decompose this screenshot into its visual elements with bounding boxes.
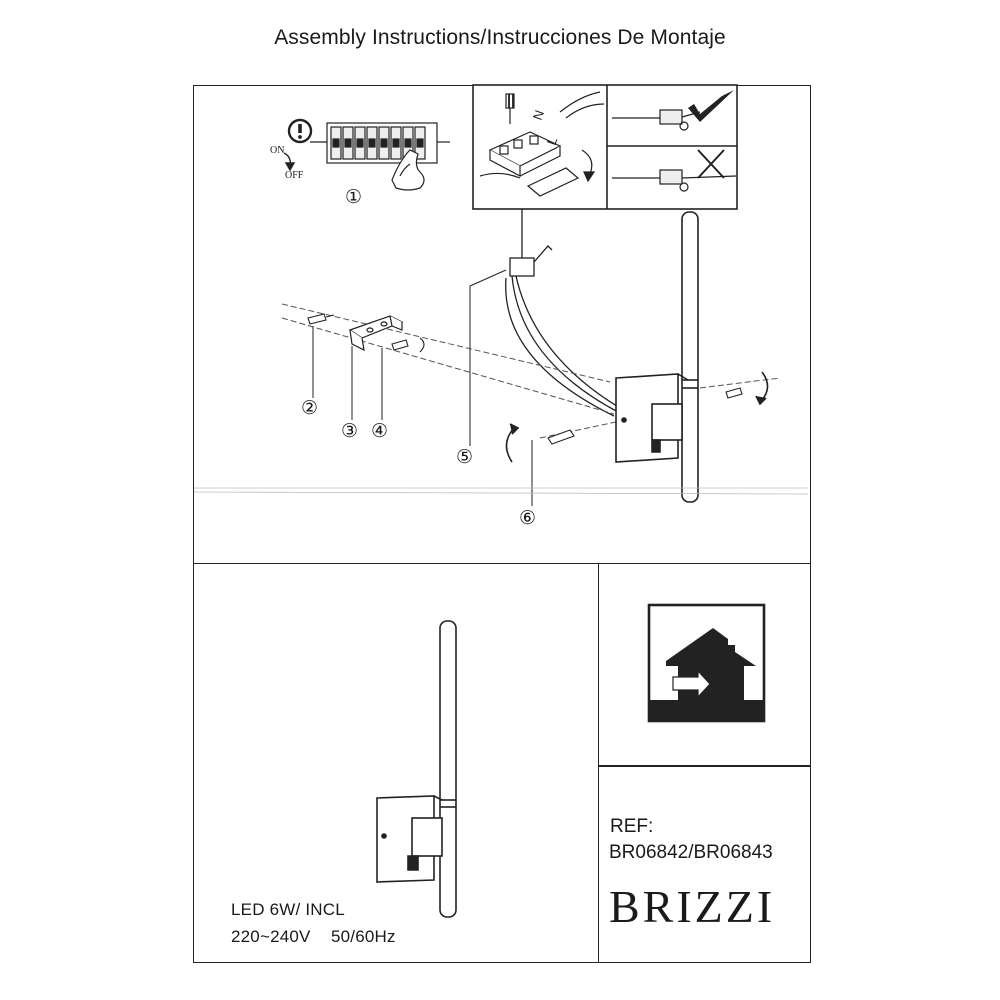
- power-spec: LED 6W/ INCL: [231, 900, 345, 919]
- breaker-off-label: OFF: [285, 170, 304, 181]
- scan-lines: [193, 487, 809, 495]
- step-5-callout: ⑤: [456, 446, 474, 468]
- breaker-panel-icon: [310, 122, 450, 191]
- step-6-callout: ⑥: [519, 507, 537, 529]
- brand-name: BRIZZI: [609, 881, 776, 932]
- frequency-spec: 50/60Hz: [331, 927, 396, 946]
- step-2-callout: ②: [301, 397, 319, 419]
- alignment-lines: [281, 303, 781, 439]
- page-title: Assembly Instructions/Instrucciones De M…: [274, 26, 726, 49]
- wire-correct-drawing: [612, 109, 701, 131]
- rotate-arrow-icons: [505, 371, 769, 463]
- step-3-callout: ③: [341, 420, 359, 442]
- wall-anchor-drawing: [307, 313, 335, 325]
- terminal-l-label: L: [544, 135, 561, 147]
- callout-leaders: [312, 269, 533, 506]
- voltage-spec: 220~240V: [231, 927, 311, 946]
- reference-label: REF:: [610, 816, 654, 837]
- on-off-arrow-icon: [283, 152, 296, 172]
- wire-wrong-drawing: [612, 169, 737, 192]
- check-mark-icon: [688, 90, 734, 122]
- reference-codes: BR06842/BR06843: [609, 842, 773, 863]
- lamp-assembly-drawing: [615, 211, 699, 503]
- lamp-product-drawing: [376, 620, 457, 918]
- warning-icon: [287, 118, 313, 144]
- indoor-use-icon: [647, 603, 766, 723]
- cross-mark-icon: [697, 149, 725, 179]
- screws-drawing: [391, 337, 743, 445]
- mounting-bracket-drawing: [348, 315, 404, 352]
- step-4-callout: ④: [371, 420, 389, 442]
- lamp-wires: [505, 209, 621, 417]
- reference-panel: [598, 765, 811, 963]
- breaker-on-label: ON: [270, 145, 285, 156]
- step-1-callout: ①: [345, 186, 363, 208]
- indoor-use-panel: [598, 563, 811, 767]
- terminal-block-drawing: [479, 91, 605, 197]
- screwdriver-icon: [505, 93, 515, 124]
